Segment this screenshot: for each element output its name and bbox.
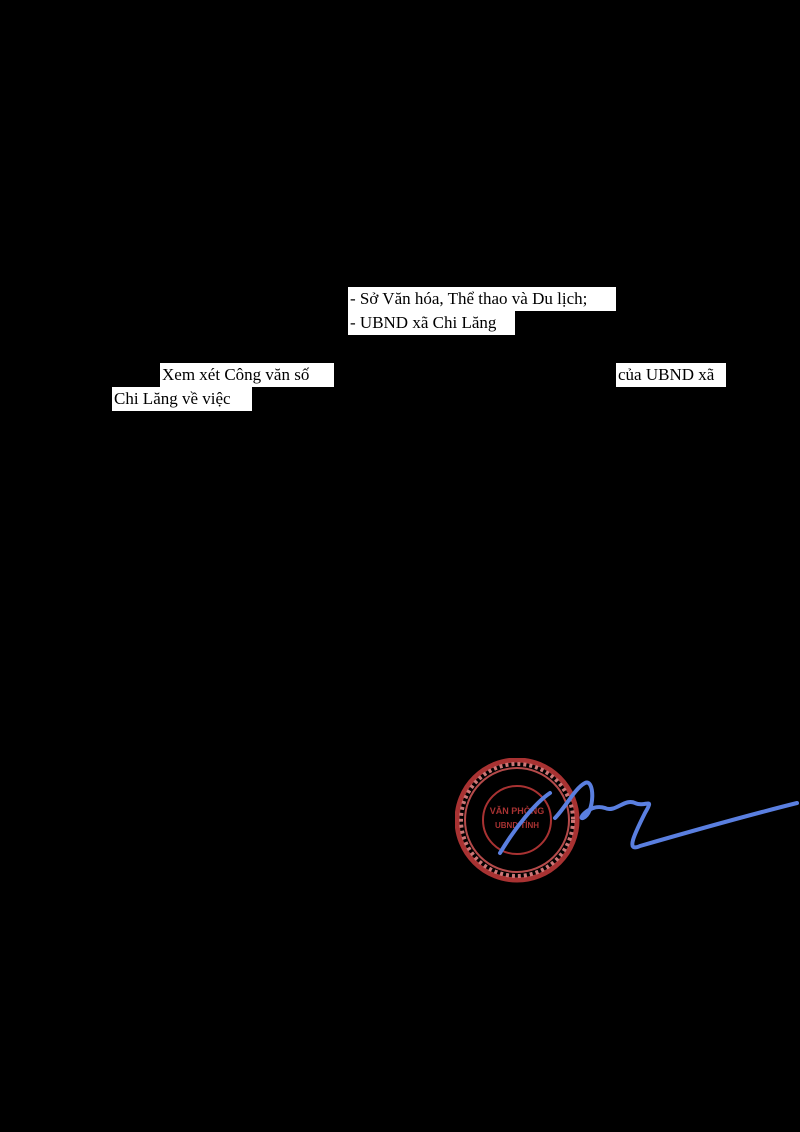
body-text-fragment: Chi Lăng về việc [112,387,252,411]
official-stamp-and-signature: VĂN PHÒNG UBND TỈNH [455,758,799,883]
body-text-fragment: Xem xét Công văn số [160,363,334,387]
stamp-text: VĂN PHÒNG [490,805,545,816]
recipient-item: - UBND xã Chi Lăng [348,311,515,335]
signature [498,780,799,855]
recipient-item: - Sở Văn hóa, Thể thao và Du lịch; [348,287,616,311]
body-text-fragment: của UBND xã [616,363,726,387]
stamp-seal: VĂN PHÒNG UBND TỈNH [455,758,580,883]
